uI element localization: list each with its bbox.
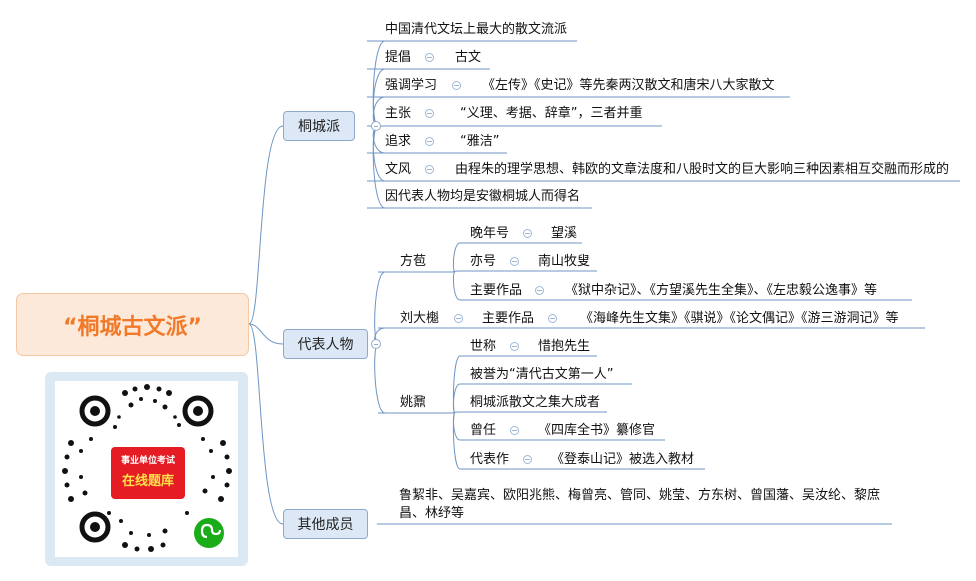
qr-dots-icon xyxy=(62,384,232,552)
yaonai-role-value[interactable]: 《四库全书》纂修官 xyxy=(538,423,656,438)
node-study-value[interactable]: 《左传》《史记》等先秦两汉散文和唐宋八大家散文 xyxy=(482,78,775,93)
branch-others[interactable]: 其他成员 xyxy=(283,509,368,539)
fangbao-alias-key[interactable]: 亦号 xyxy=(470,254,497,269)
node-advocate-value[interactable]: 古文 xyxy=(455,50,482,65)
root-topic[interactable]: “桐城古文派” xyxy=(16,293,249,356)
qr-code-panel[interactable]: 事业单位考试 在线题库 xyxy=(45,372,248,566)
person-fangbao[interactable]: 方苞 xyxy=(400,254,427,269)
collapse-minus-icon[interactable] xyxy=(510,426,519,435)
node-advocate-key[interactable]: 提倡 xyxy=(385,50,412,65)
node-study-key[interactable]: 强调学习 xyxy=(385,78,438,93)
fangbao-late-key[interactable]: 晚年号 xyxy=(470,226,510,241)
node-style-value[interactable]: 由程朱的理学思想、韩欧的文章法度和八股时文的巨大影响三种因素相互交融而形成的 xyxy=(455,162,950,177)
qr-label-line2: 在线题库 xyxy=(121,474,174,489)
yaonai-achieve[interactable]: 桐城派散文之集大成者 xyxy=(470,395,601,410)
collapse-minus-icon[interactable] xyxy=(425,53,434,62)
collapse-minus-icon[interactable] xyxy=(452,81,461,90)
liudakui-works-key[interactable]: 主要作品 xyxy=(482,311,535,326)
fangbao-works-value[interactable]: 《狱中杂记》、《方望溪先生全集》、《左忠毅公逸事》等 xyxy=(565,283,878,298)
yaonai-rep-key[interactable]: 代表作 xyxy=(470,452,510,467)
others-list[interactable]: 鲁絜非、吴嘉宾、欧阳兆熊、梅曾亮、管同、姚莹、方东树、曾国藩、吴汝纶、黎庶昌、林… xyxy=(399,488,881,521)
collapse-minus-icon[interactable] xyxy=(425,165,434,174)
node-style-key[interactable]: 文风 xyxy=(385,162,412,177)
collapse-minus-icon[interactable] xyxy=(454,314,463,323)
collapse-minus-icon[interactable] xyxy=(523,229,532,238)
collapse-minus-icon[interactable] xyxy=(425,109,434,118)
collapse-minus-icon[interactable] xyxy=(523,455,532,464)
branch-tongcheng[interactable]: 桐城派 xyxy=(283,111,355,141)
collapse-minus-icon[interactable] xyxy=(510,342,519,351)
link-root-tongcheng xyxy=(248,125,284,325)
node-named-after[interactable]: 因代表人物均是安徽桐城人而得名 xyxy=(385,189,581,204)
fangbao-works-key[interactable]: 主要作品 xyxy=(470,283,523,298)
qr-label-badge: 事业单位考试 在线题库 xyxy=(111,447,185,499)
qr-label-line1: 事业单位考试 xyxy=(120,456,175,466)
yaonai-praise[interactable]: 被誉为“清代古文第一人” xyxy=(470,367,614,382)
collapse-tongcheng-icon[interactable] xyxy=(371,121,381,131)
person-liudakui[interactable]: 刘大櫆 xyxy=(400,311,440,326)
fangbao-late-value[interactable]: 望溪 xyxy=(551,226,578,241)
yaonai-title-value[interactable]: 惜抱先生 xyxy=(538,339,591,354)
yaonai-rep-value[interactable]: 《登泰山记》被选入教材 xyxy=(551,452,695,467)
collapse-minus-icon[interactable] xyxy=(548,314,557,323)
person-yaonai[interactable]: 姚鼐 xyxy=(400,395,427,410)
collapse-minus-icon[interactable] xyxy=(510,257,519,266)
node-pursuit-key[interactable]: 追求 xyxy=(385,134,412,149)
collapse-minus-icon[interactable] xyxy=(425,137,434,146)
qr-code-image[interactable]: 事业单位考试 在线题库 xyxy=(55,381,238,557)
branch-figures[interactable]: 代表人物 xyxy=(283,329,368,359)
link-root-figures xyxy=(248,323,284,345)
liudakui-works-value[interactable]: 《海峰先生文集》《骐说》《论文偶记》《游三游洞记》等 xyxy=(580,311,899,326)
yaonai-title-key[interactable]: 世称 xyxy=(470,339,497,354)
node-claim-value[interactable]: “义理、考据、辞章”，三者并重 xyxy=(460,106,643,121)
node-largest-school[interactable]: 中国清代文坛上最大的散文流派 xyxy=(385,22,568,37)
collapse-minus-icon[interactable] xyxy=(535,286,544,295)
node-pursuit-value[interactable]: “雅洁” xyxy=(460,134,500,149)
yaonai-role-key[interactable]: 曾任 xyxy=(470,423,497,438)
collapse-figures-icon[interactable] xyxy=(371,339,381,349)
fangbao-alias-value[interactable]: 南山牧叟 xyxy=(538,254,591,269)
node-claim-key[interactable]: 主张 xyxy=(385,106,412,121)
link-root-others xyxy=(248,323,284,525)
